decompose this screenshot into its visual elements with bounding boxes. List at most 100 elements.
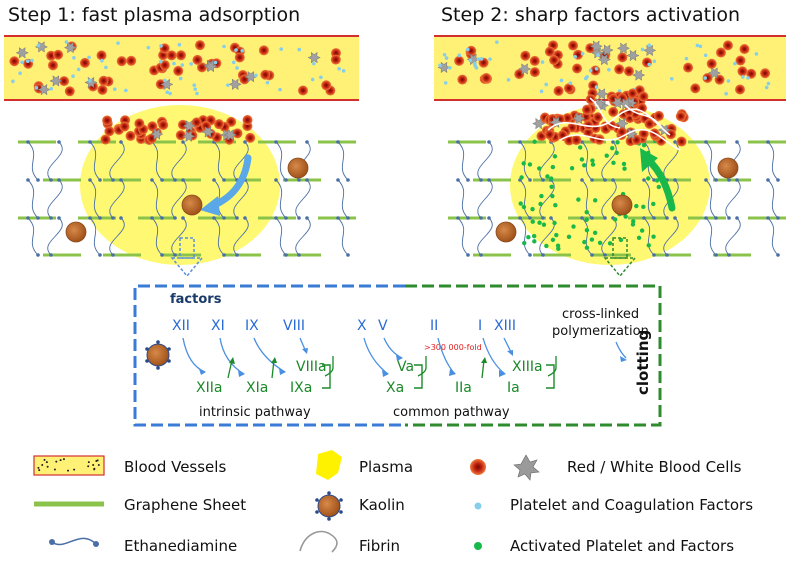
platelet-dot (192, 83, 197, 87)
platelet-dot (254, 73, 258, 78)
white-blood-cell (37, 83, 51, 96)
ethanediamine-linker (601, 141, 617, 181)
linker-node (766, 140, 770, 144)
red-blood-cell (192, 54, 203, 65)
platelet-dot (669, 76, 674, 81)
white-blood-cell (600, 44, 614, 56)
linker-node (776, 253, 780, 257)
platelet-dot (584, 76, 588, 81)
linker-node (57, 216, 61, 220)
activated-factor-dot (571, 224, 576, 229)
legend-vessel-dot (46, 465, 49, 468)
activated-factor-dot (582, 163, 587, 168)
red-blood-cell (582, 104, 593, 115)
linker-node (704, 216, 708, 220)
red-blood-cell (104, 126, 115, 137)
linker-node (346, 216, 350, 220)
platelet-dot (104, 65, 108, 70)
linker-node (580, 216, 584, 220)
dashed-down-arrow-1-icon (170, 237, 204, 278)
kaolin-particle (495, 221, 517, 243)
linker-node (528, 216, 532, 220)
ethanediamine-linker (581, 179, 593, 219)
ethanediamine-linker (295, 217, 311, 256)
linker-node (611, 178, 615, 182)
plasma-legend-icon (316, 450, 342, 480)
white-blood-cell (160, 78, 174, 91)
activated-factor-dot (549, 176, 554, 181)
factor-X: X (357, 318, 367, 334)
red-blood-cell (134, 118, 145, 129)
legend-vessel-dot (55, 460, 58, 463)
ethanediamine-linker (337, 179, 349, 219)
activated-factor-dot (526, 235, 531, 240)
activated-factor-dot (593, 198, 598, 203)
red-blood-cell (690, 83, 701, 94)
ethanediamine-linker (539, 179, 555, 219)
red-blood-cell (147, 121, 158, 132)
ethanediamine-linker (457, 179, 469, 219)
red-blood-cell (79, 57, 90, 68)
activated-factor-dot (592, 230, 598, 236)
linker-node (590, 253, 594, 257)
linker-node (673, 216, 677, 220)
white-blood-cell (611, 97, 625, 109)
red-blood-cell (583, 127, 594, 138)
ethanediamine-linker (171, 141, 187, 181)
platelet-dot (159, 44, 163, 48)
ethanediamine-linker (725, 217, 741, 256)
linker-node (727, 253, 731, 257)
white-blood-cell (626, 49, 640, 62)
ethanediamine-linker (457, 217, 469, 256)
activated-factor-dot (521, 161, 526, 166)
platelet-dot (647, 62, 651, 67)
legend-vessel-dot (53, 468, 56, 471)
platelet-dot (764, 85, 769, 90)
platelet-dot (213, 60, 218, 65)
adsorption-arrow-icon (200, 154, 252, 216)
activated-factor-dot (621, 161, 627, 167)
red-blood-cell (614, 64, 625, 75)
platelet-dot (163, 78, 167, 83)
activated-factor-dot (597, 240, 603, 246)
linker-node (603, 216, 607, 220)
red-blood-cell (97, 84, 108, 95)
linker-node (541, 253, 545, 257)
legend-vessel-dot (62, 458, 65, 461)
activated-factor-dot (623, 214, 628, 219)
white-blood-cell (204, 60, 218, 73)
linker-node (119, 178, 123, 182)
red-blood-cell (119, 121, 130, 132)
activated-factor-dot (530, 219, 535, 224)
linker-node (235, 253, 239, 257)
platelet-dot (279, 47, 283, 51)
red-blood-cell (53, 49, 64, 60)
ethanediamine-linker (47, 179, 63, 219)
platelet-dot (231, 60, 236, 65)
linker-node (305, 178, 309, 182)
ethanediamine-linker (151, 141, 163, 181)
factor-XIIa: XIIa (196, 380, 222, 396)
fold-label: >300 000-fold (424, 343, 482, 352)
legend-vessel-dot (45, 461, 48, 464)
white-blood-cell (615, 117, 629, 130)
activated-factor-dot (550, 237, 556, 243)
factor-IX: IX (245, 318, 259, 334)
activated-factor-dot (636, 235, 642, 240)
red-blood-cell (706, 58, 717, 69)
red-blood-cell (702, 72, 713, 83)
ethanediamine-linker (27, 141, 39, 181)
legend-vessel-dot (38, 469, 41, 472)
linker-node (36, 178, 40, 182)
white-blood-cell (15, 47, 29, 59)
ethanediamine-linker (109, 141, 125, 181)
ethanediamine-linker (337, 141, 349, 181)
activated-factor-dot (604, 153, 609, 158)
linker-node (284, 178, 288, 182)
platelet-dot (165, 90, 170, 95)
linker-node (665, 253, 669, 257)
activated-factor-dot (618, 237, 624, 243)
feedback-arrowheads (229, 357, 487, 364)
activated-factor-dot (590, 158, 595, 163)
platelet-dot (703, 53, 708, 58)
